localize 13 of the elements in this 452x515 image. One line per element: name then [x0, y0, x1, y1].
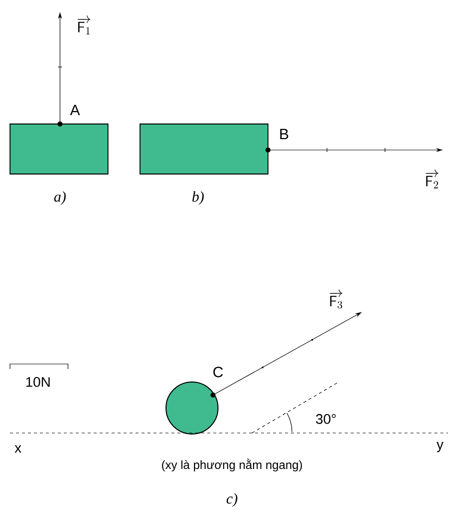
axis-label: y	[436, 442, 444, 452]
point-label: B	[280, 128, 288, 140]
force-label: $\overrightarrow{\mathsf{F}_1}$	[78, 16, 90, 34]
force-label: $\overrightarrow{\mathsf{F}_2}$	[426, 170, 438, 188]
panel-label: a)	[54, 191, 66, 205]
caption-text: (xy là phương nằm ngang)	[162, 458, 302, 472]
panel-label: c)	[226, 493, 238, 507]
force-label: $\overrightarrow{\mathsf{F}_3}$	[330, 290, 342, 309]
scale-label: 10N	[26, 377, 50, 387]
point-label: A	[70, 104, 80, 116]
axis-label: x	[14, 445, 22, 453]
point-label: C	[213, 366, 223, 378]
panel-label: b)	[192, 191, 204, 205]
